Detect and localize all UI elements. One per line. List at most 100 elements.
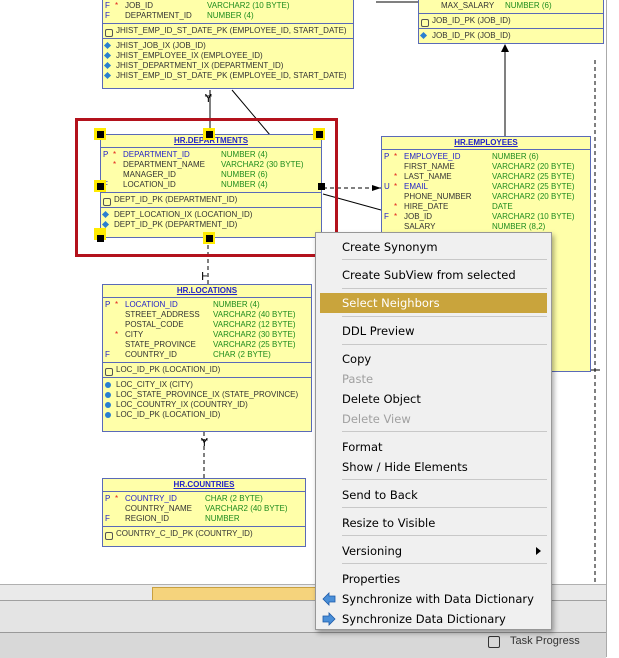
crowfoot-symbol: Ⱶ — [201, 270, 208, 283]
crowfoot-symbol: Ɏ — [200, 436, 208, 449]
table-title: HR.EMPLOYEES — [382, 137, 590, 150]
index-row: LOC_COUNTRY_IX (COUNTRY_ID) — [103, 400, 311, 410]
key-icon — [105, 29, 113, 37]
index-icon — [103, 51, 112, 60]
task-progress-label[interactable]: Task Progress — [510, 635, 580, 647]
menu-item-copy[interactable]: Copy — [342, 352, 372, 366]
index-row: LOC_STATE_PROVINCE_IX (STATE_PROVINCE) — [103, 390, 311, 400]
resize-handle[interactable] — [316, 131, 323, 138]
index-row: JHIST_EMPLOYEE_IX (EMPLOYEE_ID) — [103, 51, 353, 61]
menu-separator — [342, 288, 547, 289]
resize-handle[interactable] — [318, 183, 325, 190]
menu-item-create-synonym[interactable]: Create Synonym — [342, 240, 438, 254]
index-icon — [105, 412, 111, 418]
index-row: DEPT_ID_PK (DEPARTMENT_ID) — [101, 220, 321, 230]
menu-separator — [342, 507, 547, 508]
index-row: JHIST_JOB_IX (JOB_ID) — [103, 41, 353, 51]
primary-key-row: JHIST_EMP_ID_ST_DATE_PK (EMPLOYEE_ID, ST… — [103, 26, 353, 37]
crowfoot-symbol: Ɏ — [204, 92, 212, 105]
index-icon — [103, 61, 112, 70]
index-row: JHIST_DEPARTMENT_IX (DEPARTMENT_ID) — [103, 61, 353, 71]
sync-right-arrow-icon — [322, 612, 336, 626]
primary-key-row: LOC_ID_PK (LOCATION_ID) — [103, 365, 311, 376]
menu-item-create-subview[interactable]: Create SubView from selected — [342, 268, 516, 282]
index-icon — [105, 382, 111, 388]
menu-item-paste[interactable]: Paste — [342, 372, 374, 386]
menu-separator — [342, 259, 547, 260]
menu-item-sync-with-data-dictionary[interactable]: Synchronize with Data Dictionary — [320, 589, 547, 609]
resize-handle[interactable] — [97, 235, 104, 242]
context-menu[interactable]: Create Synonym Create SubView from selec… — [315, 232, 552, 630]
resize-handle[interactable] — [206, 235, 213, 242]
key-icon — [105, 532, 113, 540]
menu-separator — [342, 479, 547, 480]
menu-item-sync-data-dictionary[interactable]: Synchronize Data Dictionary — [320, 609, 547, 629]
table-title: HR.DEPARTMENTS — [101, 135, 321, 148]
index-icon — [105, 392, 111, 398]
vertical-scrollbar[interactable] — [606, 0, 619, 657]
menu-separator — [342, 344, 547, 345]
index-row: JHIST_EMP_ID_ST_DATE_PK (EMPLOYEE_ID, ST… — [103, 71, 353, 81]
index-row: LOC_ID_PK (LOCATION_ID) — [103, 410, 311, 420]
menu-item-send-to-back[interactable]: Send to Back — [342, 488, 418, 502]
arrow-head — [501, 44, 509, 52]
index-icon — [105, 402, 111, 408]
selection-callout-frame — [75, 118, 338, 257]
table-title: HR.COUNTRIES — [103, 479, 305, 492]
menu-item-delete-view[interactable]: Delete View — [342, 412, 411, 426]
menu-item-show-hide-elements[interactable]: Show / Hide Elements — [342, 460, 468, 474]
status-bar — [0, 632, 606, 658]
menu-separator — [342, 316, 547, 317]
resize-handle[interactable] — [97, 131, 104, 138]
primary-key-row: COUNTRY_C_ID_PK (COUNTRY_ID) — [103, 529, 305, 540]
index-icon — [103, 41, 112, 50]
index-row: JOB_ID_PK (JOB_ID) — [419, 31, 603, 41]
submenu-arrow-icon — [536, 547, 541, 555]
scrollbar-thumb[interactable] — [152, 587, 324, 600]
resize-handle[interactable] — [97, 183, 104, 190]
resize-handle[interactable] — [206, 131, 213, 138]
menu-item-resize-to-visible[interactable]: Resize to Visible — [342, 516, 436, 530]
menu-item-format[interactable]: Format — [342, 440, 383, 454]
primary-key-row: DEPT_ID_PK (DEPARTMENT_ID) — [101, 195, 321, 206]
menu-item-ddl-preview[interactable]: DDL Preview — [342, 324, 415, 338]
key-icon — [105, 368, 113, 376]
menu-item-select-neighbors[interactable]: Select Neighbors — [320, 293, 547, 313]
menu-separator — [342, 535, 547, 536]
relation-line-dept-emp-2 — [322, 193, 382, 211]
menu-separator — [342, 431, 547, 432]
index-icon — [419, 31, 428, 40]
menu-item-versioning[interactable]: Versioning — [320, 541, 547, 561]
key-icon — [421, 19, 429, 27]
primary-key-row: JOB_ID_PK (JOB_ID) — [419, 16, 603, 27]
index-row: LOC_CITY_IX (CITY) — [103, 380, 311, 390]
index-icon — [103, 71, 112, 80]
menu-item-properties[interactable]: Properties — [342, 572, 401, 586]
panel-toggle-icon[interactable] — [488, 636, 500, 648]
key-icon — [103, 198, 111, 206]
menu-separator — [342, 563, 547, 564]
table-title: HR.LOCATIONS — [103, 285, 311, 298]
menu-item-delete-object[interactable]: Delete Object — [342, 392, 421, 406]
